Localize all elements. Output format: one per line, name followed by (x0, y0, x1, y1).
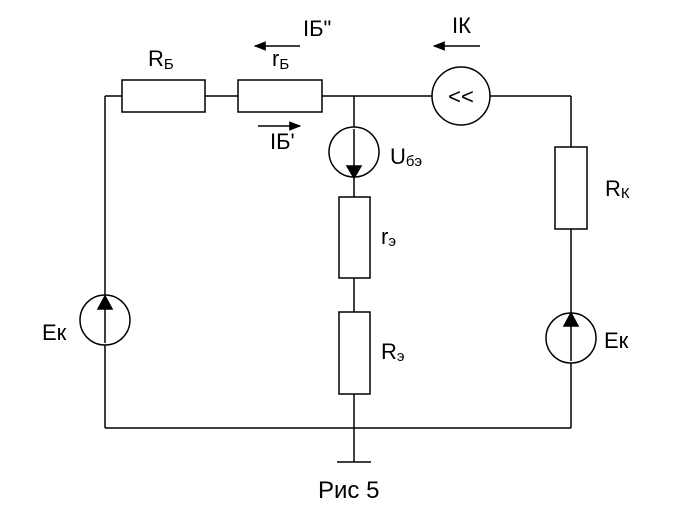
controlled-current-source (431, 66, 491, 126)
source-arrows (96, 129, 580, 361)
resistor-rb-small (237, 79, 323, 113)
resistor-rb (121, 79, 206, 113)
label-ek-right: Eк (604, 328, 629, 353)
label-rb-small: rБ (272, 46, 289, 73)
ccs-label: << (448, 84, 474, 109)
label-re: Rэ (381, 339, 405, 365)
resistor-re (338, 311, 371, 395)
ube-arrow-head (345, 165, 363, 180)
figure-caption: Рис 5 (318, 477, 379, 504)
current-arrows (253, 41, 480, 131)
ek-left-arrow-head (96, 294, 114, 310)
label-rb: RБ (148, 46, 174, 73)
wires (104, 95, 572, 463)
label-ib1: IБ' (270, 129, 295, 154)
resistor-rk (554, 146, 588, 230)
components (79, 66, 597, 395)
resistor-re-small (338, 196, 371, 279)
label-ib2: IБ" (303, 16, 331, 41)
ek-right-arrow-head (562, 311, 580, 327)
label-ube: Uбэ (390, 144, 422, 170)
label-re-small: rэ (381, 224, 396, 250)
label-ik: IК (452, 13, 471, 38)
label-ek-left: Eк (42, 320, 67, 345)
label-rk: RК (605, 176, 630, 202)
